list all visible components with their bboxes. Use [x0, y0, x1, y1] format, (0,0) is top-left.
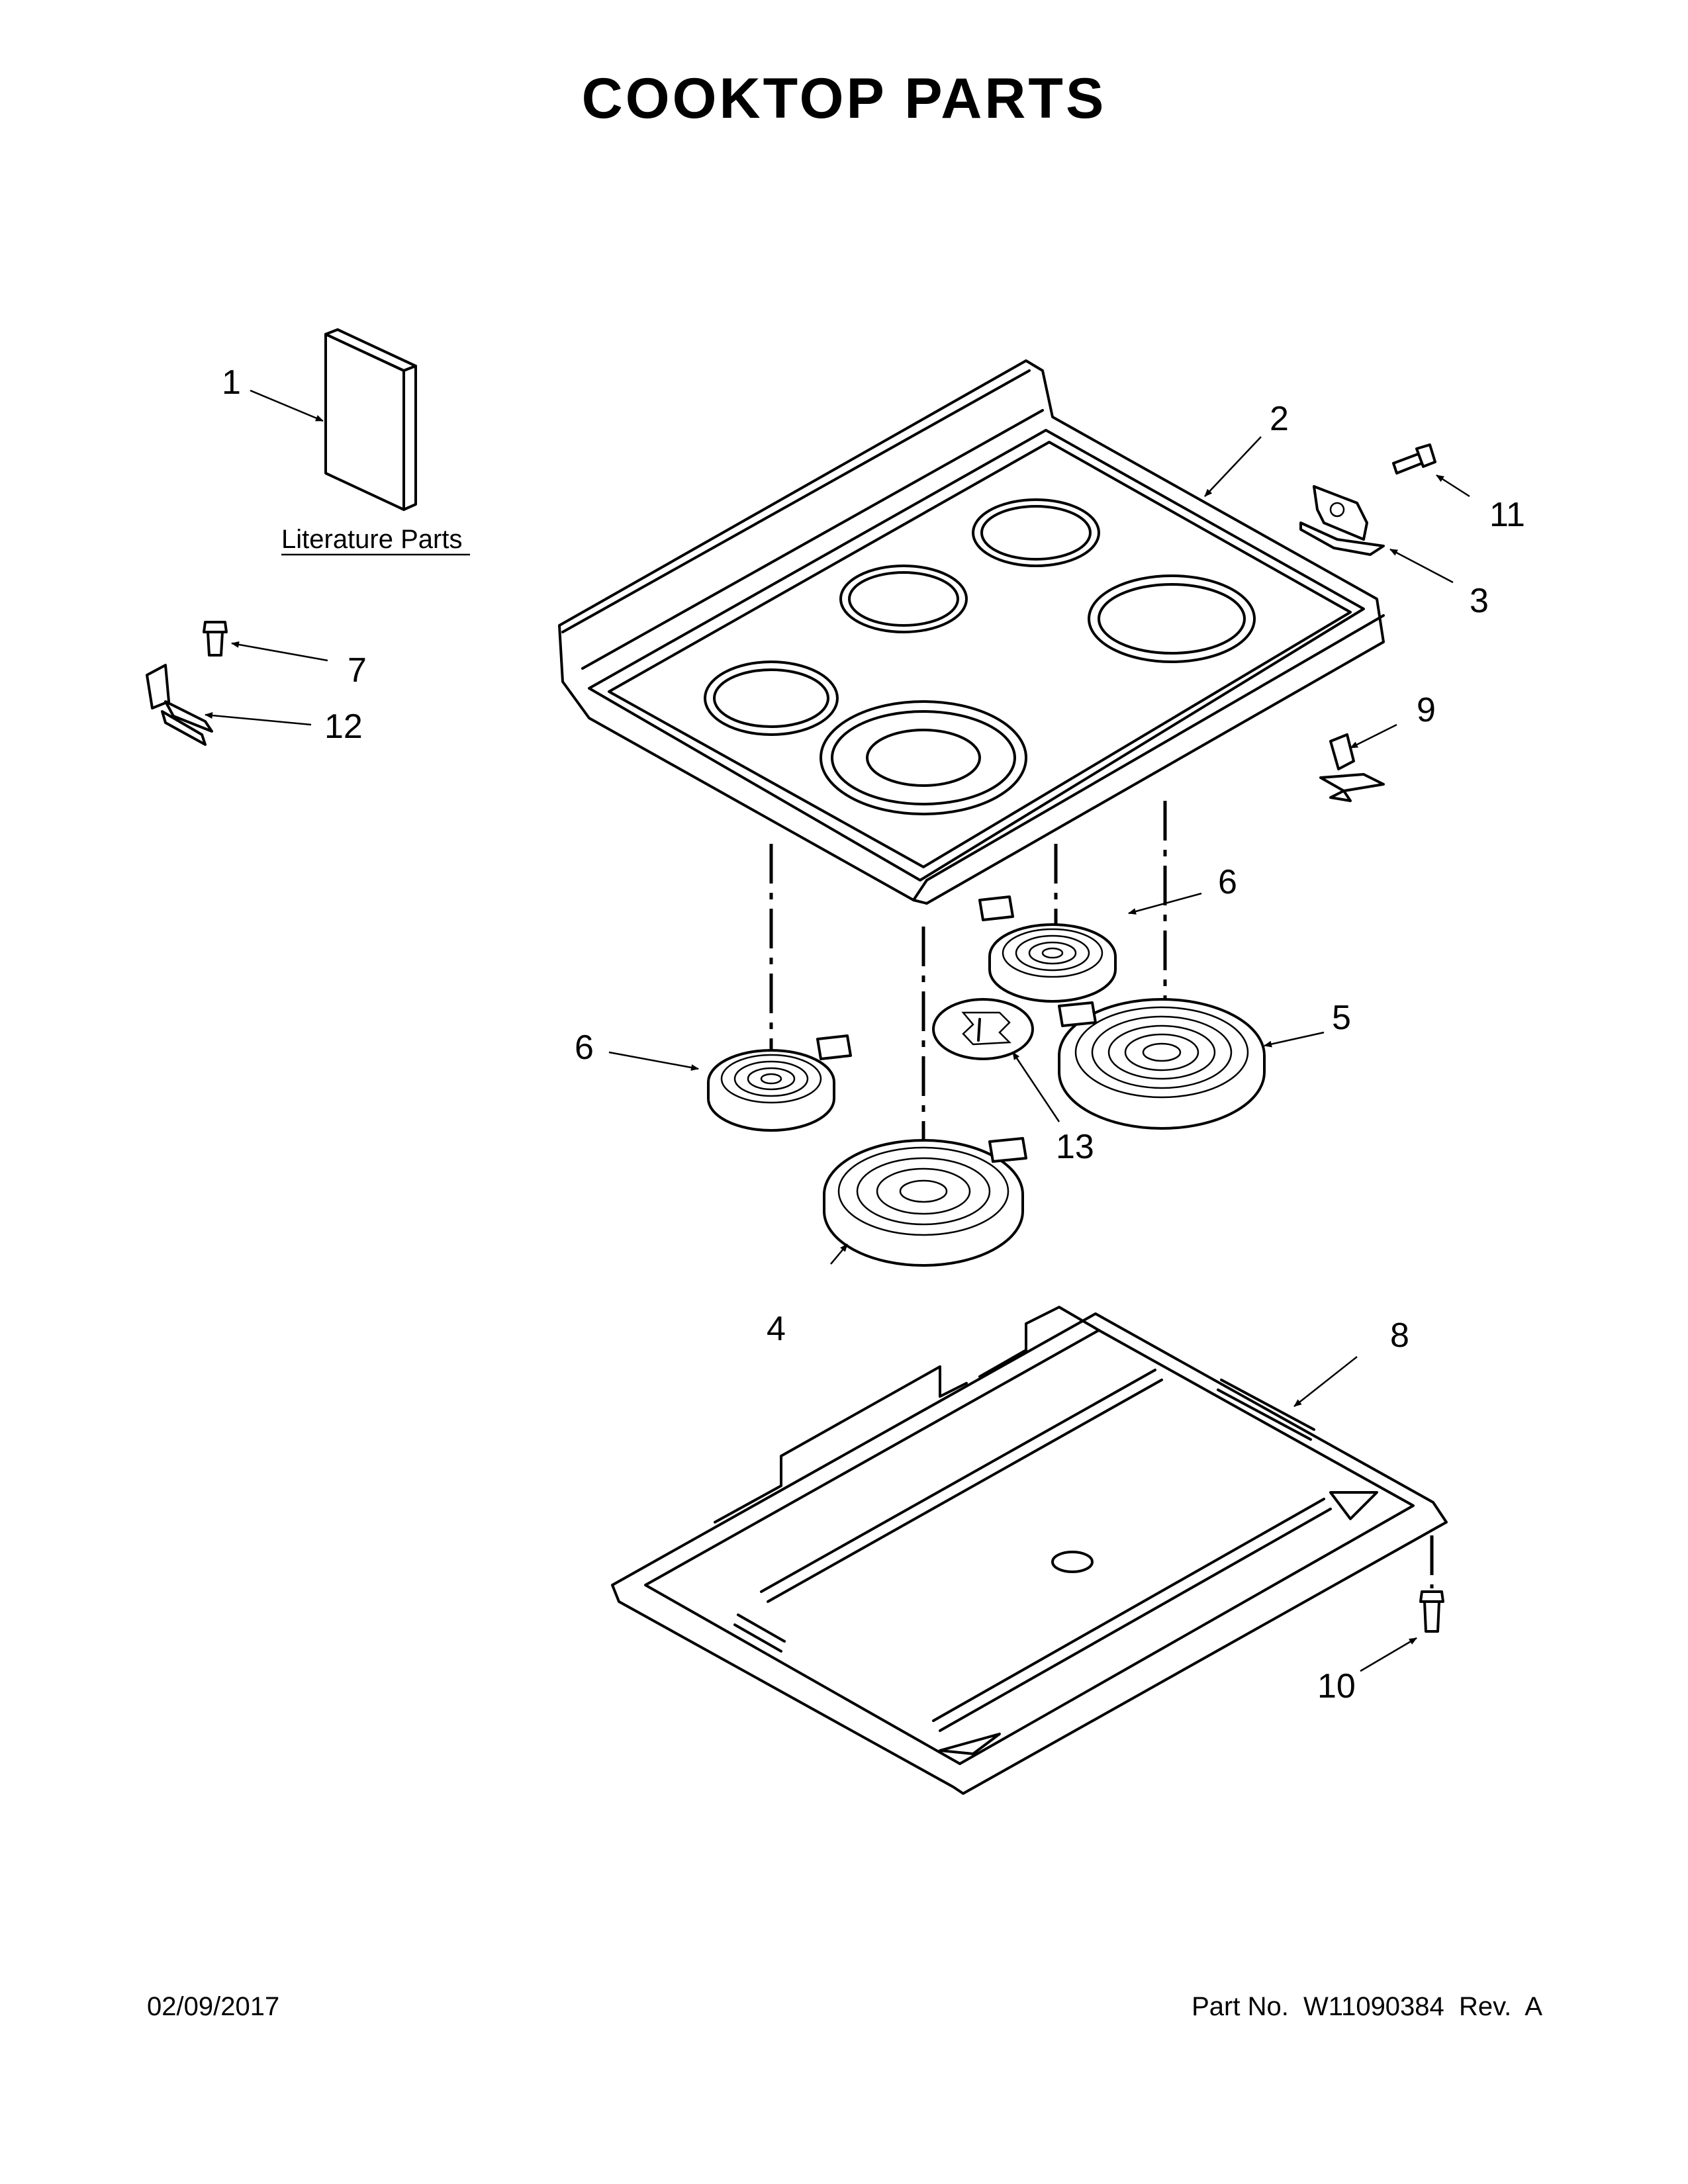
leader-10 — [1360, 1637, 1417, 1672]
front-element-part-4[interactable] — [823, 1137, 1027, 1267]
literature-part[interactable] — [324, 328, 417, 511]
small-element-upper[interactable] — [978, 895, 1117, 1003]
bottom-pan-part-8[interactable] — [611, 1306, 1448, 1795]
leader-3 — [1389, 548, 1454, 584]
leader-4 — [830, 1244, 848, 1265]
leader-6-upper — [1128, 892, 1202, 915]
bracket-part-3[interactable] — [1299, 485, 1385, 556]
callout-2: 2 — [1270, 400, 1289, 438]
cooktop-main-top[interactable] — [558, 359, 1385, 905]
callout-13: 13 — [1056, 1128, 1094, 1166]
callout-5: 5 — [1332, 999, 1351, 1037]
leader-9 — [1350, 723, 1397, 749]
callout-1: 1 — [222, 363, 241, 402]
screw-part-7[interactable] — [203, 621, 228, 657]
callout-6-upper: 6 — [1218, 863, 1237, 901]
callout-6-left: 6 — [575, 1028, 594, 1067]
callout-12: 12 — [324, 707, 363, 746]
footer-part-number: Part No. W11090384 Rev. A — [1192, 1992, 1542, 2021]
leader-13 — [1011, 1052, 1060, 1122]
leader-2 — [1204, 436, 1262, 497]
leader-8 — [1293, 1356, 1358, 1407]
large-element-part-5[interactable] — [1058, 998, 1266, 1130]
clip-part-12[interactable] — [146, 664, 213, 746]
screw-part-11[interactable] — [1392, 443, 1436, 475]
callout-8: 8 — [1390, 1316, 1409, 1355]
callout-11: 11 — [1489, 496, 1525, 534]
callout-7: 7 — [348, 651, 367, 690]
leader-12 — [205, 712, 312, 726]
callout-10: 10 — [1317, 1667, 1356, 1706]
footer-date: 02/09/2017 — [147, 1992, 280, 2021]
literature-parts-label: Literature Parts — [281, 525, 462, 554]
leader-5 — [1264, 1031, 1325, 1048]
callout-9: 9 — [1417, 691, 1436, 729]
screw-part-10[interactable] — [1419, 1590, 1444, 1633]
page-title: COOKTOP PARTS — [581, 67, 1107, 130]
callout-3: 3 — [1470, 582, 1489, 620]
leader-1 — [250, 389, 324, 422]
limiter-part-13[interactable] — [932, 998, 1034, 1060]
small-element-left[interactable] — [707, 1034, 852, 1132]
clip-part-9[interactable] — [1319, 733, 1385, 802]
leader-7 — [231, 641, 328, 662]
leader-6-left — [608, 1051, 699, 1071]
leader-11 — [1436, 474, 1470, 498]
callout-4: 4 — [767, 1310, 786, 1348]
